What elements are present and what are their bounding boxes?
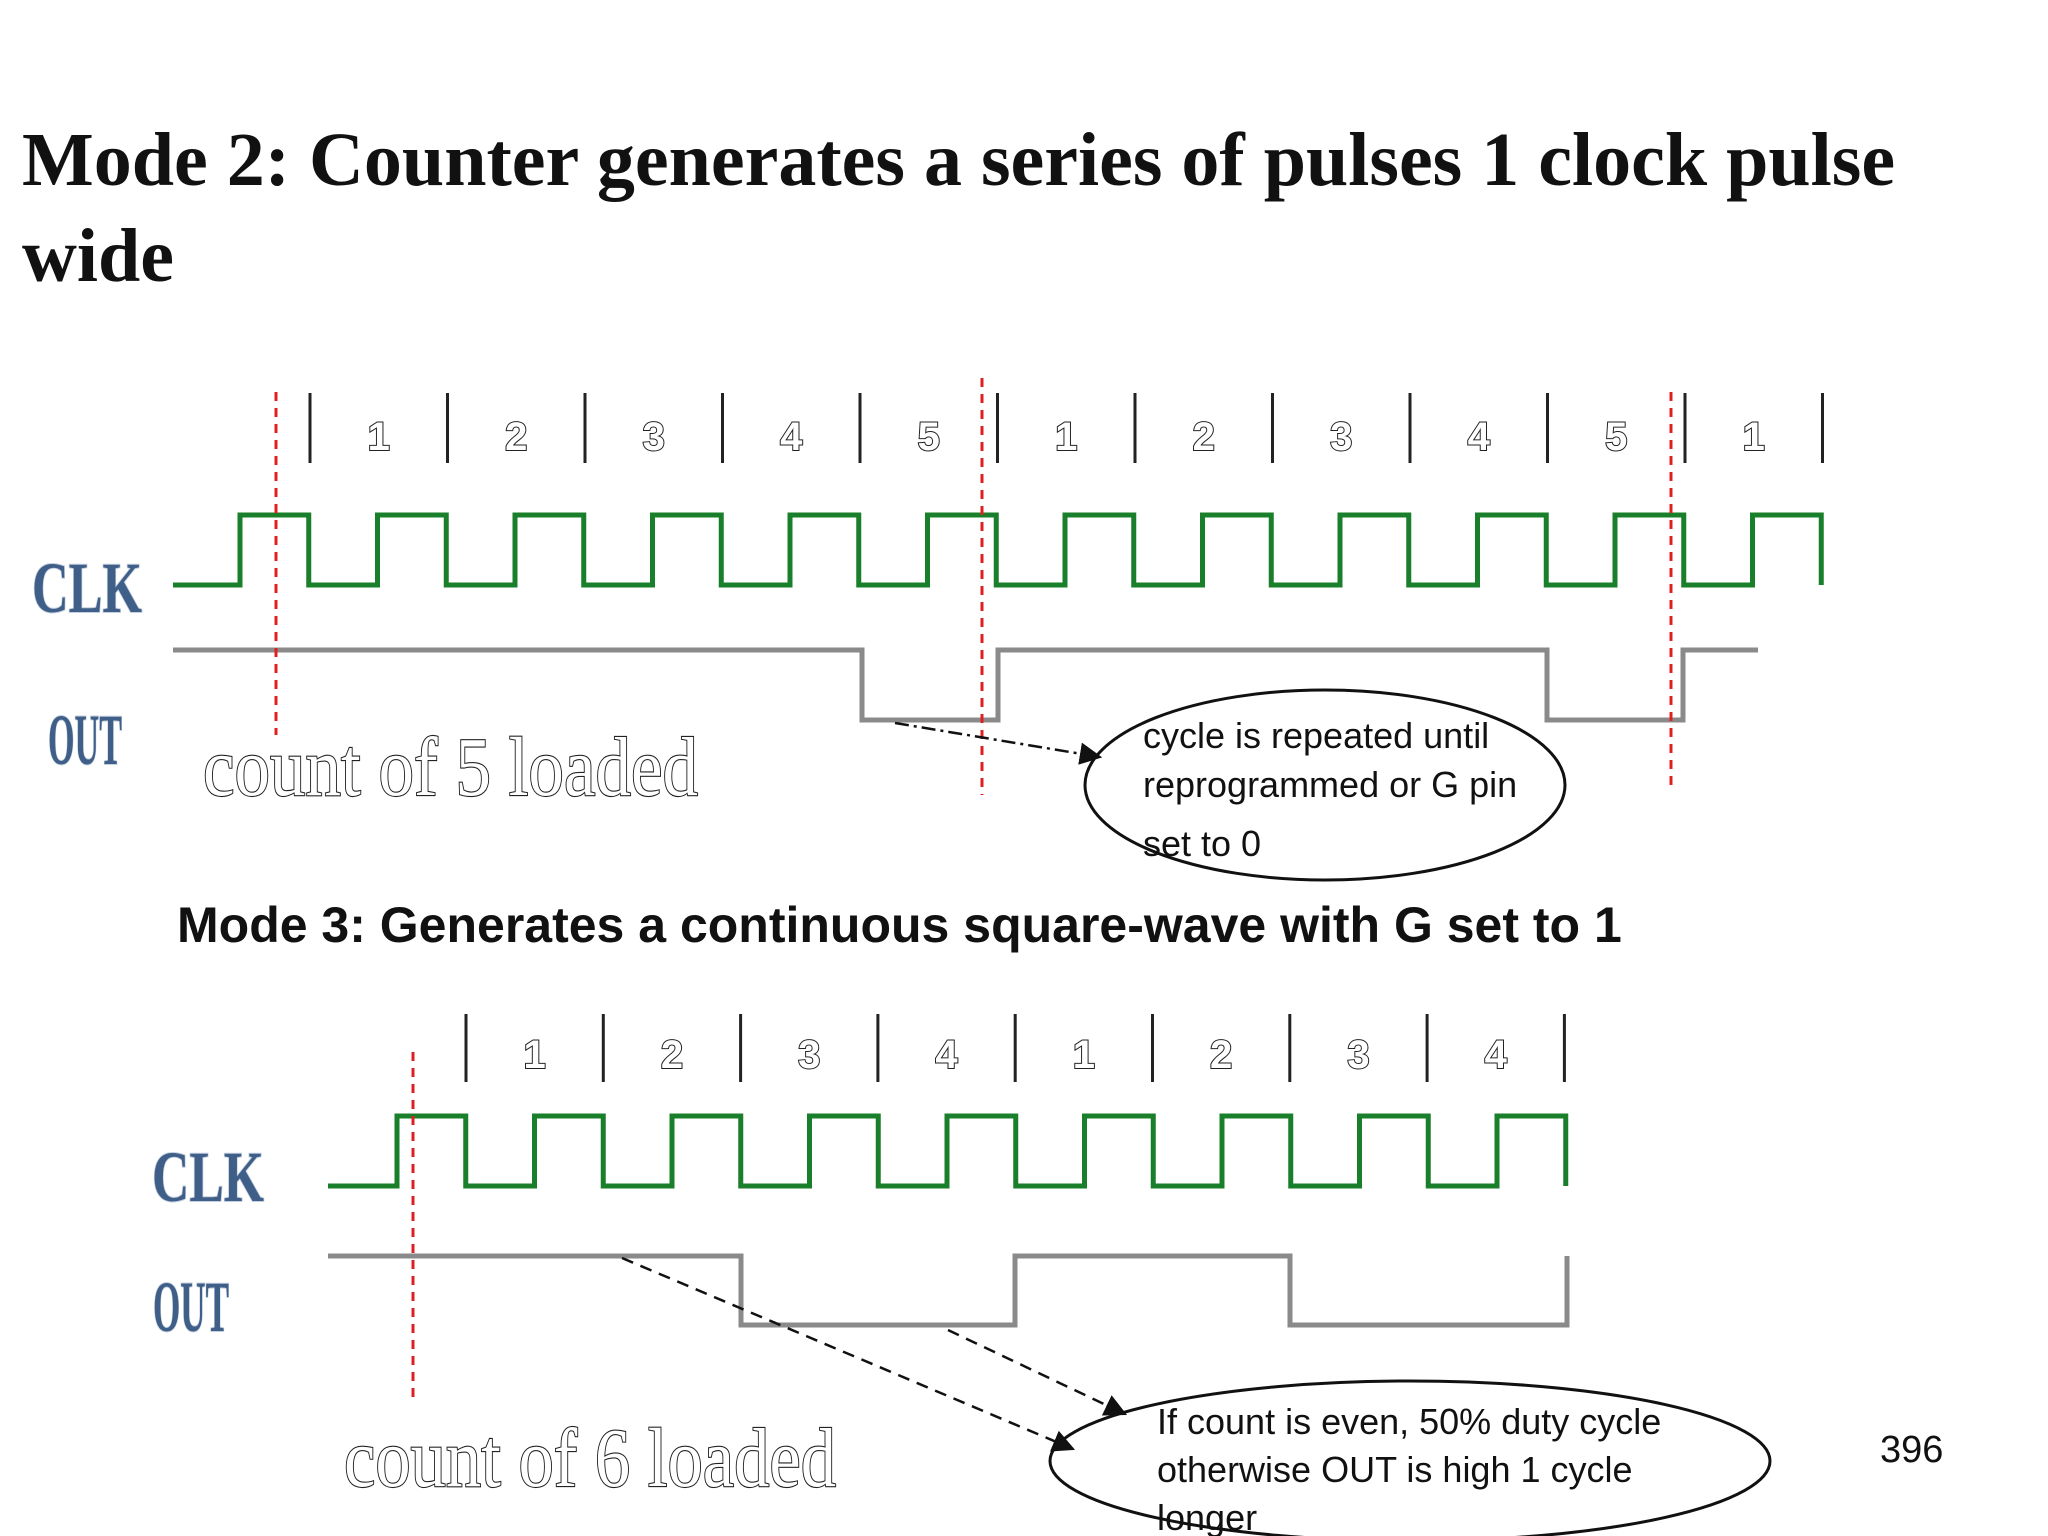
mode2-count-number: 5 (918, 415, 940, 459)
mode2-count-number: 2 (1193, 415, 1215, 459)
mode3-note-arrow-1 (621, 1256, 1076, 1452)
mode3-count-numbers: 1 2 3 4 1 2 3 4 (523, 1032, 1509, 1078)
mode2-count-number: 1 (1055, 415, 1077, 459)
mode3-note-arrow-2 (947, 1328, 1128, 1416)
mode2-clock-waveform (173, 512, 1824, 588)
mode3-note-line-2: otherwise OUT is high 1 cycle (1157, 1449, 1633, 1490)
mode2-count-number: 3 (643, 415, 665, 459)
mode2-note-ellipse (1083, 688, 1567, 882)
mode2-count-number: 2 (505, 415, 527, 459)
mode2-count-number: 4 (780, 415, 803, 459)
slide-title: Mode 2: Counter generates a series of pu… (22, 118, 1896, 298)
mode3-count-number: 3 (1347, 1033, 1369, 1077)
mode2-count-number: 1 (1743, 415, 1765, 459)
mode3-count-number: 4 (935, 1033, 958, 1077)
mode3-note-ellipse (1048, 1379, 1772, 1536)
mode2-count-number: 5 (1605, 415, 1627, 459)
mode3-count-number: 2 (661, 1033, 683, 1077)
mode3-out-label: OUT (153, 1267, 229, 1347)
mode3-count-number: 2 (1210, 1033, 1232, 1077)
mode3-note-line-1: If count is even, 50% duty cycle (1157, 1401, 1661, 1442)
mode2-note-line-1: cycle is repeated until (1143, 715, 1489, 756)
mode3-load-label: count of 6 loaded (344, 1412, 836, 1505)
mode3-subtitle: Mode 3: Generates a continuous square-wa… (177, 897, 1622, 953)
page-number: 396 (1880, 1429, 1943, 1471)
mode2-count-number: 3 (1330, 415, 1352, 459)
mode3-count-number: 4 (1485, 1033, 1508, 1077)
mode3-note-line-3: longer (1157, 1497, 1257, 1536)
mode2-count-number: 4 (1468, 415, 1491, 459)
mode3-count-ticks (464, 1014, 1566, 1082)
mode2-out-label: OUT (48, 700, 122, 780)
mode2-note-line-3: set to 0 (1143, 823, 1261, 864)
mode3-count-number: 1 (1073, 1033, 1095, 1077)
mode3-out-waveform (328, 1253, 1570, 1328)
mode2-note-line-2: reprogrammed or G pin (1143, 764, 1517, 805)
mode2-diagram: 1 2 3 4 5 1 2 3 4 5 1 CLK OUT count of 5 loaded cy… (31, 378, 1824, 882)
mode2-count-number: 1 (368, 415, 390, 459)
mode2-note-arrow (894, 721, 1103, 765)
mode2-count-numbers: 1 2 3 4 5 1 2 3 4 5 1 (367, 414, 1766, 460)
mode2-count-ticks (308, 393, 1824, 463)
mode2-clk-label: CLK (32, 548, 142, 628)
mode3-clock-waveform (328, 1113, 1569, 1189)
mode3-count-number: 1 (524, 1033, 546, 1077)
mode2-out-waveform (173, 647, 1758, 723)
mode3-count-number: 3 (798, 1033, 820, 1077)
mode2-load-label: count of 5 loaded (203, 721, 698, 814)
mode3-diagram: 1 2 3 4 1 2 3 4 CLK OUT count of 6 loaded If co… (151, 1014, 1772, 1536)
mode3-clk-label: CLK (152, 1137, 264, 1217)
